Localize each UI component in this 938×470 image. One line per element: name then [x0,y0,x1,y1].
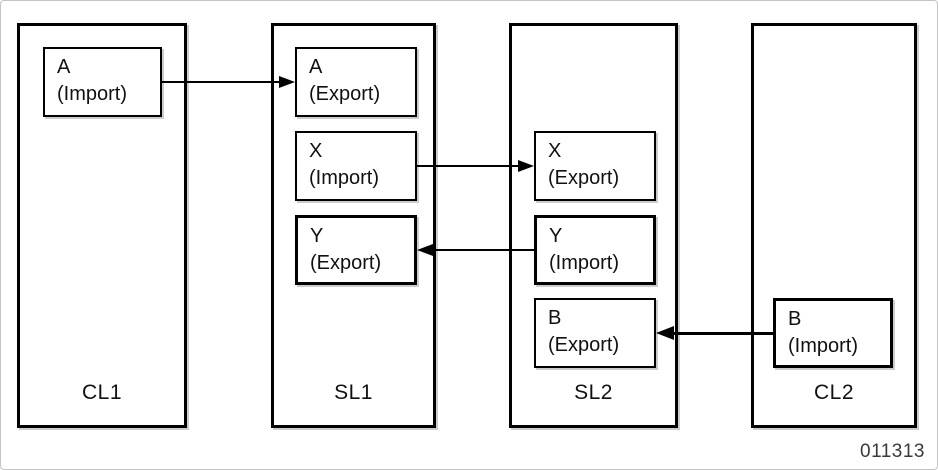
node-subtitle: (Export) [548,167,620,189]
node-subtitle: (Import) [309,167,379,189]
node-x-export-sl2: X (Export) [534,131,656,201]
node-subtitle: (Export) [310,252,382,274]
node-x-import-sl1: X (Import) [295,131,417,201]
node-title: Y [549,225,563,247]
node-title: A [309,56,323,78]
container-cl1-label: CL1 [81,381,123,404]
figure-number: 011313 [860,441,925,462]
container-cl2-label: CL2 [813,381,855,404]
arrowhead-right-icon [279,76,295,88]
node-title: A [57,56,71,78]
node-b-import-cl2: B (Import) [773,298,893,368]
arrow-a-import-to-a-export-line [162,81,282,83]
node-title: B [788,308,802,330]
node-y-export-sl1: Y (Export) [295,215,417,285]
arrow-x-import-to-x-export-line [417,165,520,167]
arrowhead-left-icon [656,326,674,340]
node-a-import-cl1: A (Import) [43,47,162,117]
node-a-export-sl1: A (Export) [295,47,417,117]
node-b-export-sl2: B (Export) [534,298,656,368]
node-subtitle: (Import) [549,252,619,274]
arrow-y-import-to-y-export-line [432,249,534,251]
node-subtitle: (Export) [548,334,620,356]
container-sl1-label: SL1 [334,381,373,404]
node-subtitle: (Import) [788,335,858,357]
arrowhead-left-icon [417,244,433,256]
node-subtitle: (Export) [309,83,381,105]
node-y-import-sl2: Y (Import) [534,215,656,285]
node-title: X [548,140,562,162]
node-subtitle: (Import) [57,83,127,105]
arrow-b-import-to-b-export-line [672,332,773,335]
node-title: X [309,140,323,162]
node-title: Y [310,225,324,247]
node-title: B [548,307,562,329]
container-sl2-label: SL2 [574,381,613,404]
arrowhead-right-icon [518,160,534,172]
